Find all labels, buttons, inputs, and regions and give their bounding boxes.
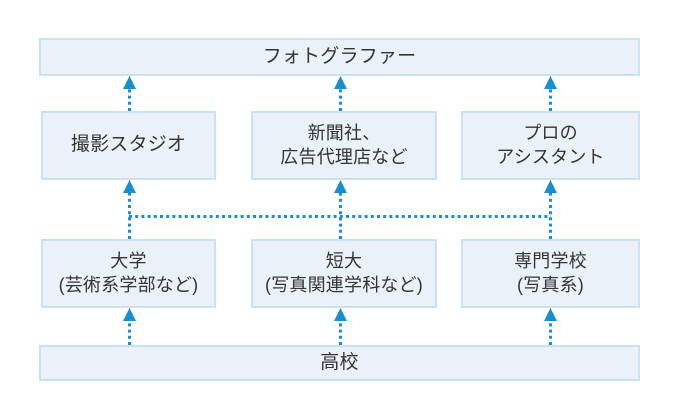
- node-vocational[interactable]: 専門学校 (写真系): [461, 239, 640, 308]
- node-agency[interactable]: 新聞社、 広告代理店など: [251, 111, 437, 180]
- arrow-up-icon-highschool-university: [123, 308, 136, 321]
- node-studio[interactable]: 撮影スタジオ: [41, 111, 216, 180]
- arrow-up-icon-assistant-top: [544, 76, 557, 89]
- arrow-up-icon-vocational-top: [544, 180, 557, 193]
- arrow-up-icon-university-top: [123, 180, 136, 193]
- arrow-up-icon-highschool-juniorcollege: [334, 308, 347, 321]
- arrow-up-icon-agency-top: [334, 76, 347, 89]
- arrow-up-icon-highschool-vocational: [544, 308, 557, 321]
- node-assistant[interactable]: プロの アシスタント: [461, 111, 640, 180]
- node-juniorcollege[interactable]: 短大 (写真関連学科など): [251, 239, 437, 308]
- arrow-up-icon-studio-top: [123, 76, 136, 89]
- node-highschool[interactable]: 高校: [39, 345, 640, 381]
- node-photographer[interactable]: フォトグラファー: [39, 38, 640, 76]
- node-university[interactable]: 大学 (芸術系学部など): [41, 239, 216, 308]
- arrow-up-icon-juniorcollege-top: [334, 180, 347, 193]
